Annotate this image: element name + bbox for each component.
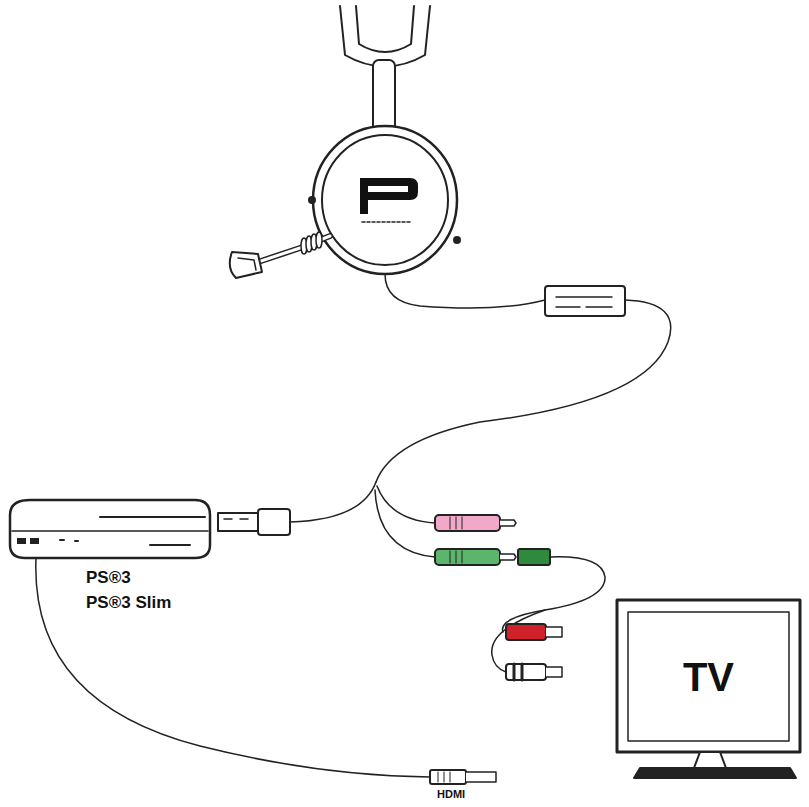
connector-label: HDMI [437,788,465,800]
green-audio-plug [435,549,500,565]
ps3-groove [12,530,208,532]
tv-screen [628,612,789,741]
green-plug-grip [450,551,462,563]
pink-plug-grip [450,517,462,529]
mic-spring [301,232,322,254]
usb-plug-detail [224,518,248,520]
headset-cable [385,274,545,308]
ps3-console [10,500,210,558]
main-cable [376,300,671,482]
headband-inner [356,6,414,52]
tv-frame [617,600,800,752]
ps3-usb-port [17,538,26,544]
hdmi-plug-grip [438,772,450,782]
white-rca-tip [546,667,562,677]
hdmi-plug-tip [466,772,496,782]
usb-plug-metal [218,513,258,531]
pink-plug-tip [500,520,516,526]
ps3-disc-slot [100,516,205,518]
tv-base [634,768,796,778]
usb-plug-body [258,509,290,535]
ear-cup [313,126,457,274]
adapter-cable [503,557,605,632]
pink-mic-plug [435,515,500,531]
adapter-cable-white [492,610,545,672]
side-button [309,197,315,203]
hdmi-cable [36,558,430,777]
green-plug-tip [500,554,516,560]
hdmi-plug-body [430,770,466,784]
tv-neck [694,752,726,768]
mic-head-detail [238,258,256,270]
mic-head [230,252,262,278]
white-rca-band [514,664,522,680]
console-model: PS®3 [86,566,227,591]
pink-cable [377,486,435,523]
tv-screen-node: TV [628,612,789,741]
headband [340,6,430,67]
headset-logo [360,178,418,214]
device-name: TV [683,657,734,697]
green-cable [375,490,435,557]
volume-control-box [545,286,625,316]
ps3-front-buttons [60,540,190,545]
red-rca-plug [506,624,546,640]
usb-cable [290,482,376,522]
control-box-detail [556,297,612,307]
ear-cup-ring [322,135,448,265]
ps3-usb-port [30,538,39,544]
console-node: PS®3PS®3 Slim [8,498,227,628]
console-model: PS®3 Slim [86,591,227,616]
white-rca-plug [506,664,546,680]
red-rca-tip [546,627,562,637]
logo-subtext [362,221,410,223]
green-adapter [518,549,550,565]
side-button [454,237,460,243]
